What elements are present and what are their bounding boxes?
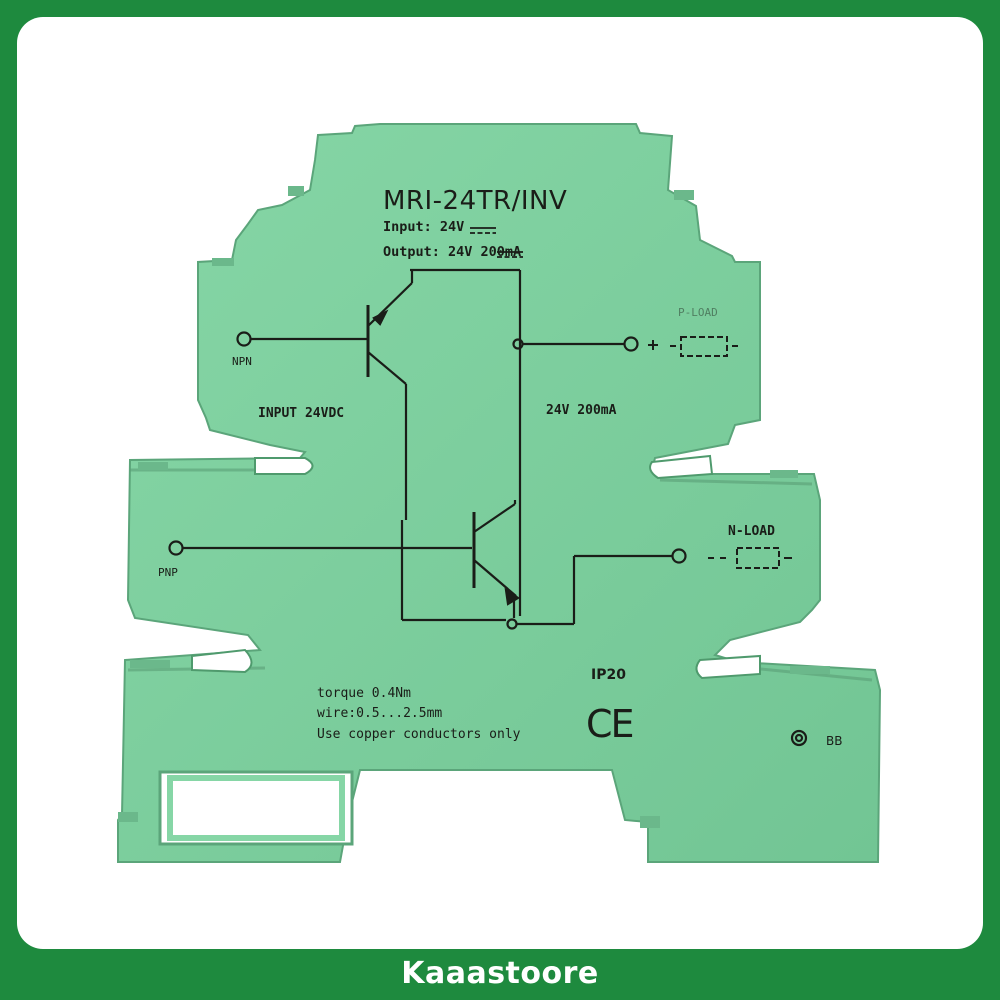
store-name: Kaaastoore <box>401 956 599 991</box>
torque-spec: torque 0.4Nm <box>317 686 411 701</box>
input-spec: Input: 24V <box>383 219 465 235</box>
p-load-label: P-LOAD <box>678 306 718 319</box>
terminal-slots <box>191 454 761 680</box>
pnp-label: PNP <box>158 566 178 579</box>
output-rating-label: 24V 200mA <box>546 403 617 418</box>
npn-label: NPN <box>232 355 252 368</box>
ce-mark: CE <box>586 702 635 746</box>
housing-body <box>117 123 882 863</box>
model-number: MRI-24TR/INV <box>383 186 568 216</box>
wire-spec: wire:0.5...2.5mm <box>317 706 443 721</box>
circuit-diagram <box>168 268 808 747</box>
din-clip-window <box>158 770 354 846</box>
conductor-note: Use copper conductors only <box>317 727 521 742</box>
bb-label: BB <box>826 734 843 748</box>
output-spec: Output: 24V 200mA <box>383 244 522 260</box>
n-load-label: N-LOAD <box>728 524 775 539</box>
input-voltage-label: INPUT 24VDC <box>258 406 345 421</box>
n-load-symbol <box>708 547 792 569</box>
p-load-symbol <box>648 336 738 357</box>
ip-rating: IP20 <box>591 667 626 683</box>
